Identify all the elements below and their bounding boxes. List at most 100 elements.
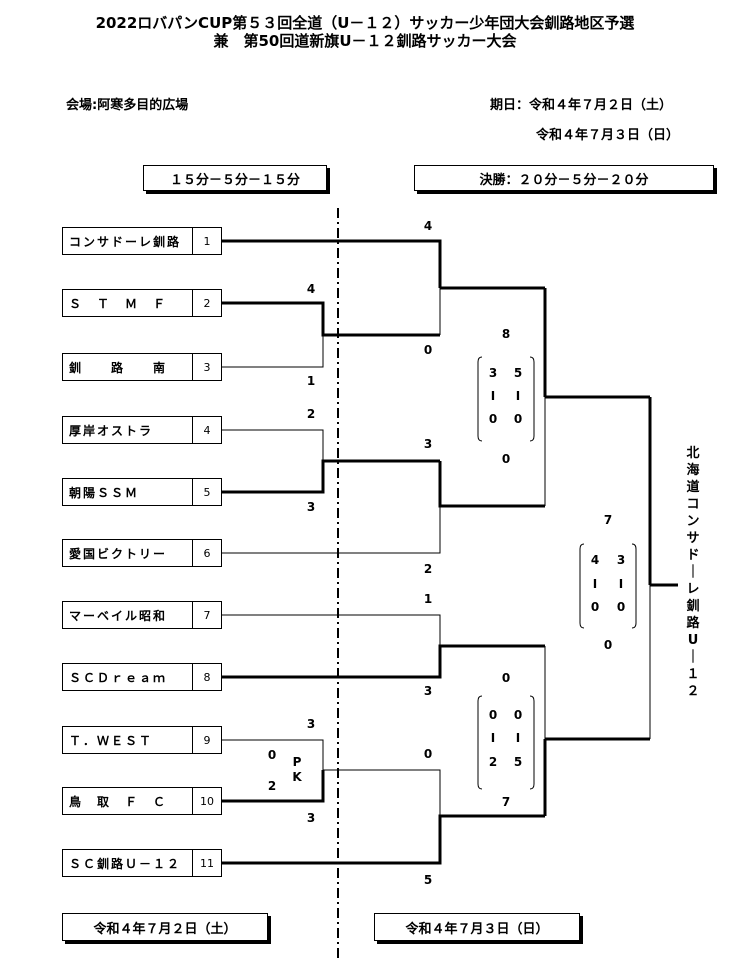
team-name: 鳥 取 Ｆ Ｃ xyxy=(69,794,168,809)
score-10: 3 xyxy=(306,811,316,825)
sf2-h2-b: 5 xyxy=(513,755,523,769)
sf1-h2-b: 0 xyxy=(513,412,523,426)
team-name: ＳＣ釧路Ｕ－１２ xyxy=(69,856,182,871)
champion-char: レ xyxy=(686,582,700,597)
final-h2-b: 0 xyxy=(616,600,626,614)
final-bracket-left xyxy=(579,543,585,629)
format-box-early: １５分－５分－１５分 xyxy=(143,165,327,191)
sf2-total-bottom: 7 xyxy=(501,795,511,809)
team-number: 2 xyxy=(192,290,221,316)
team-number: 4 xyxy=(192,417,221,443)
champion-char: コ xyxy=(686,497,700,512)
champion-char: ド xyxy=(686,548,700,563)
line-win-5-qf xyxy=(438,461,545,508)
line-lose-7 xyxy=(222,614,441,646)
pk-score-9: 0 xyxy=(267,748,277,762)
champion-char: １ xyxy=(686,667,700,682)
team-name: ＳＣＤｒｅａｍ xyxy=(69,670,168,685)
score-qf4-a: 0 xyxy=(423,747,433,761)
line-lose-6 xyxy=(222,506,441,554)
line-lose-3 xyxy=(222,335,324,368)
tournament-title: 2022ロバパンCUP第５３回全道（U－１２）サッカー少年団大会釧路地区予選 xyxy=(95,14,635,32)
team-5: 朝陽ＳＳＭ 5 xyxy=(62,478,222,506)
score-qf3-b: 3 xyxy=(423,684,433,698)
line-win-5 xyxy=(222,459,440,494)
line-lose-4 xyxy=(222,429,324,461)
sf1-h2-a: 0 xyxy=(488,412,498,426)
line-lose-10 xyxy=(323,769,441,816)
team-name: 厚岸オストラ xyxy=(69,423,154,438)
sf2-bracket-left xyxy=(477,695,483,790)
final-dash-b: I xyxy=(618,577,624,591)
sf1-h1-a: 3 xyxy=(488,366,498,380)
footer-date-day1: 令和４年７月２日（土） xyxy=(62,913,268,941)
team-number: 5 xyxy=(192,479,221,505)
champion-char: ２ xyxy=(686,684,700,699)
score-5: 3 xyxy=(306,500,316,514)
sf2-h1-b: 0 xyxy=(513,708,523,722)
team-number: 7 xyxy=(192,602,221,628)
team-number: 10 xyxy=(192,788,221,814)
sf2-bracket-right xyxy=(529,695,535,790)
team-10: 鳥 取 Ｆ Ｃ 10 xyxy=(62,787,222,815)
final-total-top: 7 xyxy=(603,513,613,527)
sf1-dash-b: I xyxy=(515,389,521,403)
score-9: 3 xyxy=(306,717,316,731)
team-name: 愛国ビクトリー xyxy=(69,546,168,561)
sf1-bracket-right xyxy=(529,356,535,442)
team-number: 8 xyxy=(192,664,221,690)
team-number: 3 xyxy=(192,354,221,380)
team-4: 厚岸オストラ 4 xyxy=(62,416,222,444)
team-name: マーベイル昭和 xyxy=(69,608,168,623)
team-9: Ｔ．ＷＥＳＴ 9 xyxy=(62,726,222,754)
champion-char: 北 xyxy=(686,446,700,461)
final-h2-a: 0 xyxy=(590,600,600,614)
sf2-h2-a: 2 xyxy=(488,755,498,769)
champion-char: 海 xyxy=(686,463,700,478)
score-qf1-a: 4 xyxy=(423,219,433,233)
champion-char: ｜ xyxy=(686,565,700,580)
champion-char: 道 xyxy=(686,480,700,495)
champion-char: U xyxy=(687,633,699,648)
pk-score-10: 2 xyxy=(267,779,277,793)
final-h1-b: 3 xyxy=(616,553,626,567)
champion-char: 路 xyxy=(686,616,700,631)
champion-char: 釧 xyxy=(686,599,700,614)
sf2-dash-b: I xyxy=(515,731,521,745)
format-box-final: 決勝：２０分－５分－２０分 xyxy=(414,165,714,191)
sf2-dash-a: I xyxy=(490,731,496,745)
line-win-11 xyxy=(222,814,545,865)
champion-char: ｜ xyxy=(686,650,700,665)
score-qf3-a: 1 xyxy=(423,592,433,606)
final-h1-a: 4 xyxy=(590,553,600,567)
final-bracket-right xyxy=(631,543,637,629)
venue-label: 会場:阿寒多目的広場 xyxy=(66,98,189,113)
team-8: ＳＣＤｒｅａｍ 8 xyxy=(62,663,222,691)
team-number: 11 xyxy=(192,850,221,876)
sf2-h1-a: 0 xyxy=(488,708,498,722)
champion-char: サ xyxy=(686,531,700,546)
date-line-1: 期日：令和４年７月２日（土） xyxy=(490,98,673,113)
team-7: マーベイル昭和 7 xyxy=(62,601,222,629)
sf1-total-bottom: 0 xyxy=(501,452,511,466)
line-win-2 xyxy=(222,301,440,337)
score-4: 2 xyxy=(306,407,316,421)
line-win-8 xyxy=(222,644,545,679)
team-number: 6 xyxy=(192,540,221,566)
team-number: 9 xyxy=(192,727,221,753)
team-11: ＳＣ釧路Ｕ－１２ 11 xyxy=(62,849,222,877)
score-qf1-b: 0 xyxy=(423,343,433,357)
team-number: 1 xyxy=(192,228,221,254)
team-name: 釧 路 南 xyxy=(69,360,168,375)
score-3: 1 xyxy=(306,374,316,388)
team-name: Ｔ．ＷＥＳＴ xyxy=(69,733,154,748)
sf1-h1-b: 5 xyxy=(513,366,523,380)
score-qf4-b: 5 xyxy=(423,873,433,887)
team-name: 朝陽ＳＳＭ xyxy=(69,485,140,500)
sf2-total-top: 0 xyxy=(501,671,511,685)
champion-char: ン xyxy=(686,514,700,529)
sf1-total-top: 8 xyxy=(501,327,511,341)
